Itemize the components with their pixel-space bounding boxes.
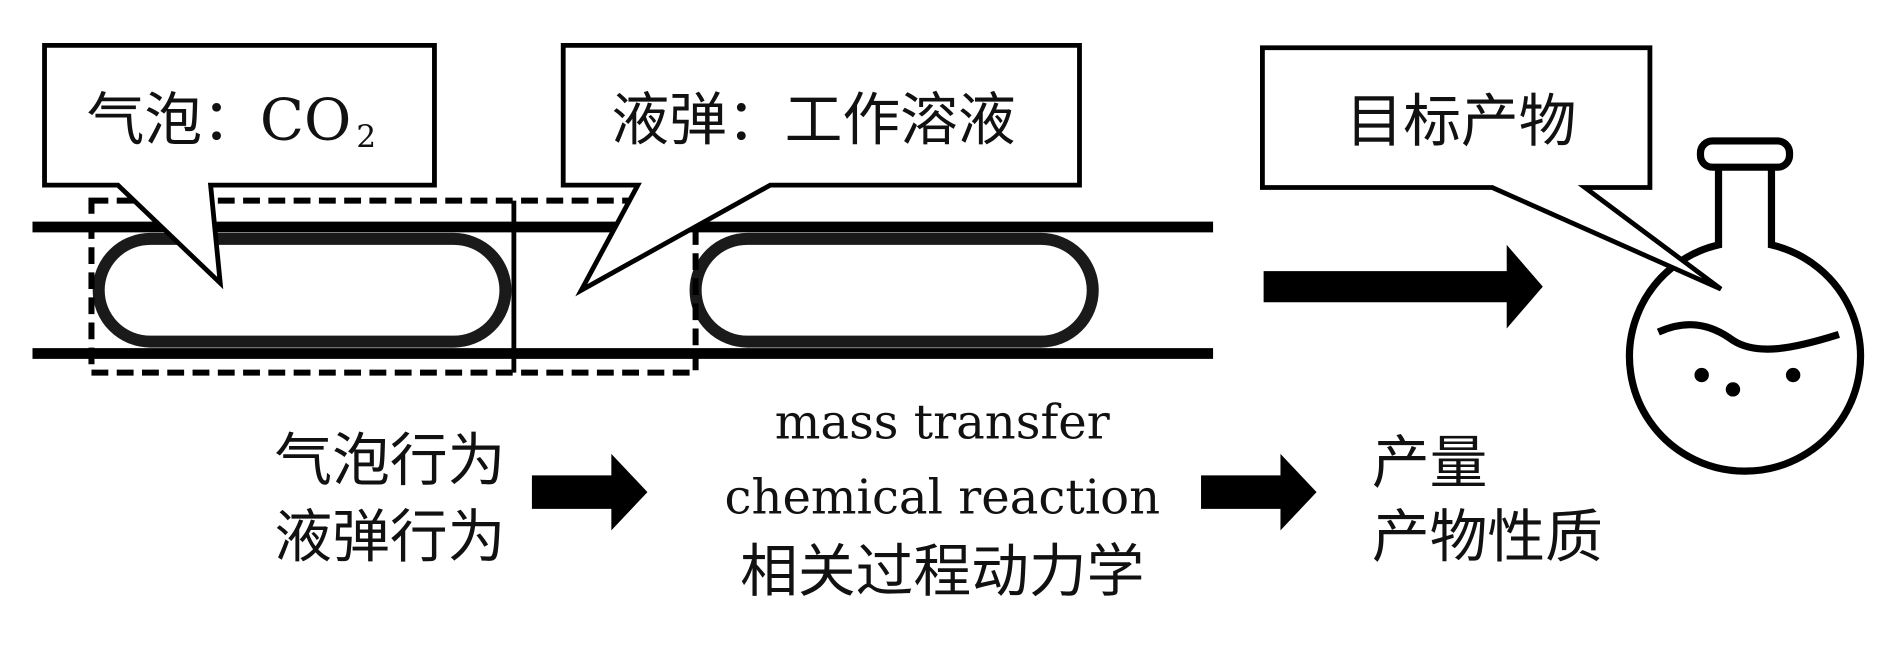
flow-middle-line-1: mass transfer: [775, 395, 1110, 451]
arrow-right-icon: [531, 453, 648, 531]
flow-right-line-1: 产量: [1372, 430, 1488, 497]
flow-middle-line-2: chemical reaction: [725, 470, 1161, 526]
arrow-right-icon: [1201, 453, 1317, 531]
flow-left-line-1: 气泡行为: [274, 427, 505, 494]
callout-product: [1260, 45, 1723, 292]
flow-middle-line-3: 相关过程动力学: [740, 538, 1144, 605]
callout-bubble-subscript: 2: [356, 119, 376, 155]
flow-right-line-2: 产物性质: [1372, 504, 1603, 571]
callout-slug: [560, 43, 1082, 297]
arrow-right-icon: [1263, 244, 1543, 329]
gas-bubble-1: [92, 232, 512, 348]
flask-icon: [1625, 137, 1865, 475]
gas-bubble-2: [689, 232, 1099, 348]
callout-bubble: [42, 43, 437, 290]
callout-product-label: 目标产物: [1345, 88, 1576, 155]
callout-bubble-label: 气泡：CO: [87, 87, 352, 154]
callout-slug-label: 液弹：工作溶液: [611, 87, 1015, 154]
unit-cell-dashed-box: [88, 197, 699, 376]
flow-left-line-2: 液弹行为: [274, 504, 505, 571]
